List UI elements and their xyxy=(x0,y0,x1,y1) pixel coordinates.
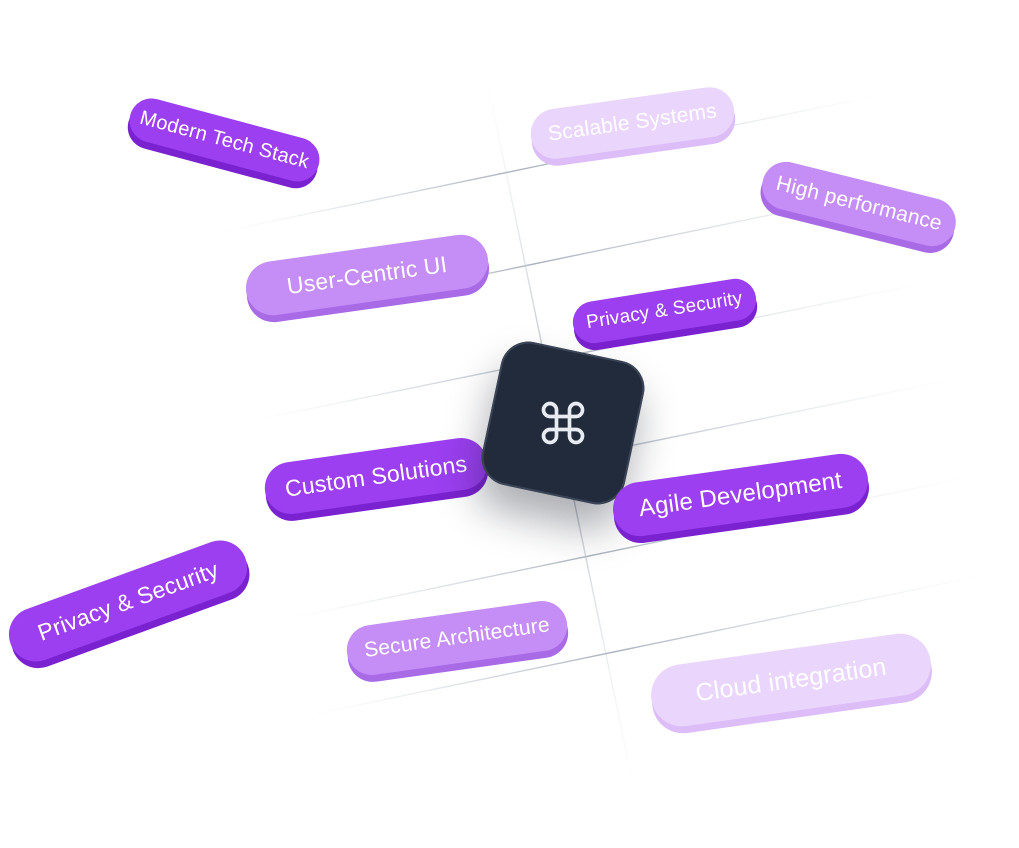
tag-label: Scalable Systems xyxy=(546,99,719,146)
command-key-icon xyxy=(541,401,585,445)
tag-label: Cloud integration xyxy=(693,652,889,707)
command-tile xyxy=(476,336,650,510)
tag-label: User-Centric UI xyxy=(285,250,449,299)
